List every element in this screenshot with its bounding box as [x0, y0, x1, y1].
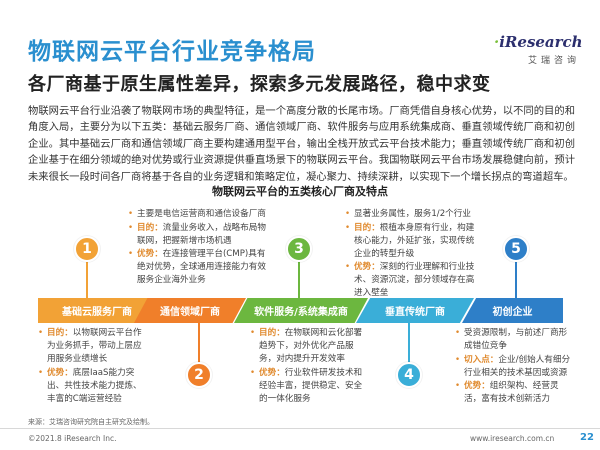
number-badge-3: 3 — [286, 236, 312, 262]
stem-2 — [198, 323, 200, 369]
page-title: 物联网云平台行业竞争格局 — [28, 39, 316, 65]
category-startup: 初创企业 — [462, 298, 563, 323]
page-subtitle: 各厂商基于原生属性差异，探索多元发展路径，稳中求变 — [28, 74, 491, 95]
footer-website: www.iresearch.com.cn — [470, 434, 555, 443]
desc-line: 优势：深刻的行业理解和行业技术、资源沉淀，部分领域存在高进入壁垒 — [345, 261, 475, 300]
logo-wordmark: ·iResearch — [494, 33, 583, 51]
stem-3 — [298, 260, 300, 298]
desc-line: 受资源限制，与前述厂商形成错位竞争 — [455, 327, 575, 353]
stem-4 — [408, 323, 410, 369]
footer-copyright: ©2021.8 iResearch Inc. — [28, 434, 117, 443]
page-number: 22 — [580, 432, 594, 443]
desc-line: 优势：行业软件研发技术和经验丰富，提供稳定、安全的一体化服务 — [250, 367, 368, 406]
desc-vertical-vendor: 显著业务属性，服务1/2个行业 目的：根植本身原有行业，构建核心能力，外延扩张，… — [345, 208, 475, 301]
desc-line: 优势：在连接管理平台(CMP)具有绝对优势，全球通用连接能力有效服务企业海外业务 — [128, 248, 266, 287]
desc-startup: 受资源限制，与前述厂商形成错位竞争 切入点：企业/创始人有细分行业相关的技术基因… — [455, 327, 575, 407]
stem-5 — [515, 260, 517, 298]
stem-1 — [86, 260, 88, 298]
desc-line: 优势：组织架构、经营灵活，富有技术创新活力 — [455, 380, 575, 406]
category-software-integrator: 软件服务/系统集成商 — [234, 298, 368, 323]
desc-line: 显著业务属性，服务1/2个行业 — [345, 208, 475, 221]
category-vertical-traditional: 垂直传统厂商 — [356, 298, 474, 323]
footer-divider — [0, 428, 600, 429]
number-badge-2: 2 — [186, 362, 212, 388]
desc-line: 切入点：企业/创始人有细分行业相关的技术基因或资源 — [455, 354, 575, 380]
number-badge-5: 5 — [503, 236, 529, 262]
body-paragraph: 物联网云平台行业沿袭了物联网市场的典型特征，是一个高度分散的长尾市场。厂商凭借自… — [28, 105, 575, 183]
desc-line: 优势：底层IaaS能力突出、共性技术能力提炼、丰富的C端运营经验 — [38, 367, 146, 406]
desc-basic-cloud: 目的：以物联网云平台作为业务抓手，带动上层应用服务业绩增长 优势：底层IaaS能… — [38, 327, 146, 406]
desc-software-integrator: 目的：在物联网和云化部署趋势下，对外优化产品服务，对内提升开发效率 优势：行业软… — [250, 327, 368, 406]
desc-telecom-vendor: 主要是电信运营商和通信设备厂商 目的：流量业务收入，战略布局物联网，把握新增市场… — [128, 208, 266, 288]
diagram-title: 物联网云平台的五类核心厂商及特点 — [212, 185, 388, 198]
category-band: 基础云服务厂商 通信领域厂商 软件服务/系统集成商 垂直传统厂商 初创企业 — [38, 298, 563, 323]
desc-line: 主要是电信运营商和通信设备厂商 — [128, 208, 266, 221]
desc-line: 目的：在物联网和云化部署趋势下，对外优化产品服务，对内提升开发效率 — [250, 327, 368, 366]
desc-line: 目的：流量业务收入，战略布局物联网，把握新增市场机遇 — [128, 222, 266, 248]
desc-line: 目的：根植本身原有行业，构建核心能力，外延扩张，实现传统企业的转型升级 — [345, 222, 475, 261]
number-badge-1: 1 — [74, 236, 100, 262]
source-note: 来源：艾瑞咨询研究院自主研究及绘制。 — [28, 418, 154, 426]
iresearch-logo: ·iResearch 艾瑞咨询 — [494, 33, 583, 66]
logo-chinese-name: 艾瑞咨询 — [528, 56, 581, 66]
category-telecom: 通信领域厂商 — [134, 298, 246, 323]
number-badge-4: 4 — [396, 362, 422, 388]
desc-line: 目的：以物联网云平台作为业务抓手，带动上层应用服务业绩增长 — [38, 327, 146, 366]
